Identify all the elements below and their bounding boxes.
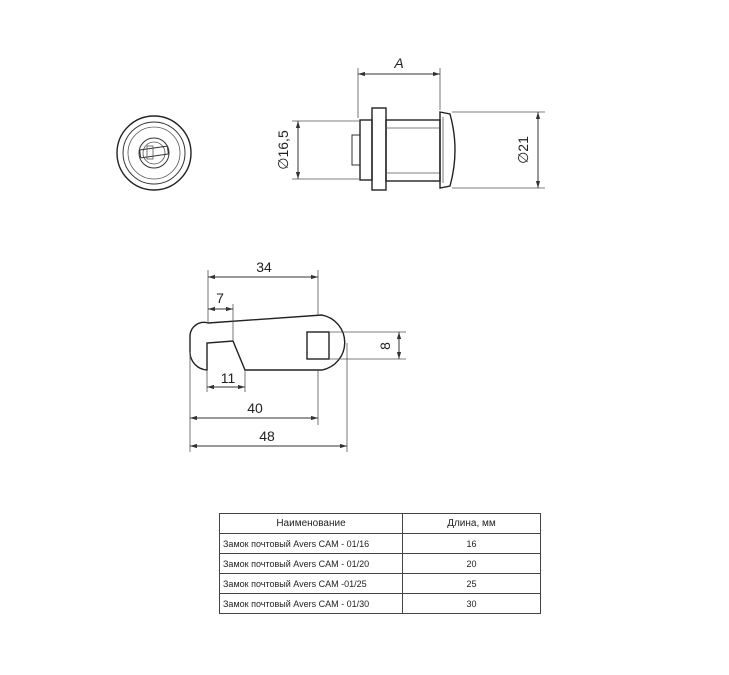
dimension-11: 11 [206, 370, 246, 392]
dim-11-label: 11 [221, 370, 236, 386]
cell-length: 30 [402, 593, 541, 614]
cell-length: 20 [402, 553, 541, 574]
cell-name: Замок почтовый Avers CAM -01/25 [219, 573, 403, 594]
table-header-row: Наименование Длина, мм [219, 513, 541, 534]
cell-name: Замок почтовый Avers CAM - 01/16 [219, 533, 403, 554]
lock-side-view [351, 107, 456, 191]
lock-front-view [116, 115, 192, 191]
table-row: Замок почтовый Avers CAM -01/25 25 [219, 573, 541, 594]
table-row: Замок почтовый Avers CAM - 01/20 20 [219, 553, 541, 574]
spec-table: Наименование Длина, мм Замок почтовый Av… [219, 513, 541, 614]
cell-name: Замок почтовый Avers CAM - 01/20 [219, 553, 403, 574]
dimension-8: 8 [330, 331, 406, 360]
dimension-a: A [357, 55, 441, 118]
dimension-34: 34 [207, 259, 319, 323]
dimension-7: 7 [208, 290, 234, 340]
dim-40-label: 40 [247, 400, 263, 416]
cell-length: 25 [402, 573, 541, 594]
dim-d21-label: ∅21 [515, 136, 531, 164]
dim-34-label: 34 [256, 259, 272, 275]
cam-plate [189, 314, 346, 371]
table-row: Замок почтовый Avers CAM - 01/16 16 [219, 533, 541, 554]
dim-8-label: 8 [377, 342, 393, 350]
col-header-length: Длина, мм [402, 513, 541, 534]
dimension-d16: ∅16,5 [275, 120, 360, 180]
dim-d16-label: ∅16,5 [275, 130, 291, 170]
table-row: Замок почтовый Avers CAM - 01/30 30 [219, 593, 541, 614]
cell-length: 16 [402, 533, 541, 554]
dimension-d21: ∅21 [452, 111, 545, 189]
dim-a-label: A [393, 55, 403, 71]
dim-48-label: 48 [259, 428, 275, 444]
dimension-48: 48 [189, 343, 348, 452]
dim-7-label: 7 [216, 290, 224, 306]
cell-name: Замок почтовый Avers CAM - 01/30 [219, 593, 403, 614]
col-header-name: Наименование [219, 513, 403, 534]
dimension-40: 40 [189, 352, 319, 425]
